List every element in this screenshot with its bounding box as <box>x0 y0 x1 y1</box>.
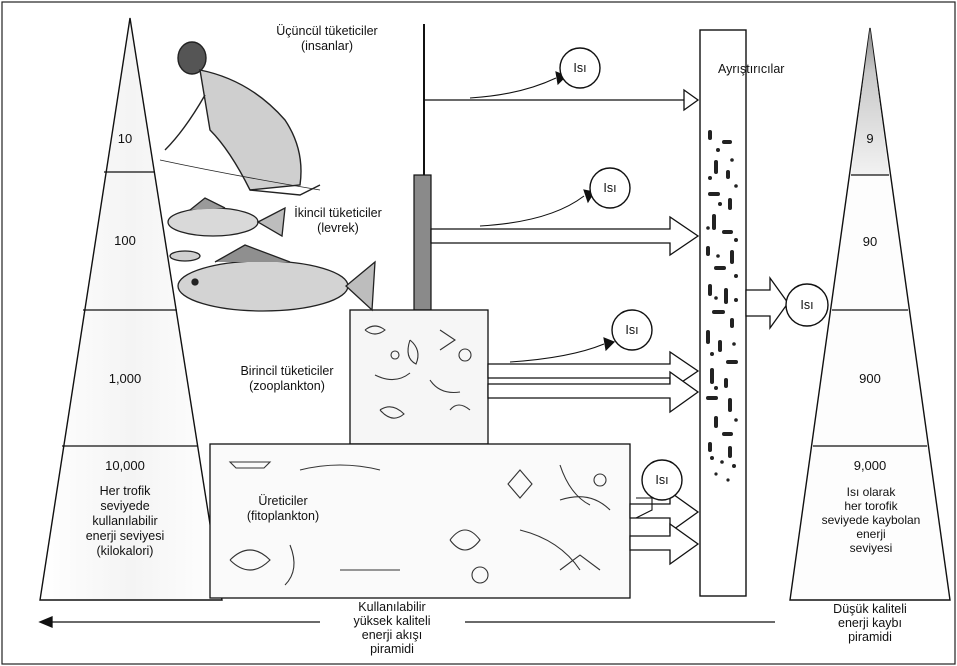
heat-label-4: Isı <box>648 473 676 488</box>
zooplankton-box <box>350 310 488 444</box>
right-level-3: 900 <box>835 371 905 386</box>
heat-label-1: Isı <box>566 61 594 76</box>
secondary-bar <box>414 175 431 310</box>
secondary-consumers-label: İkincil tüketiciler (levrek) <box>268 206 408 236</box>
decomposer-column <box>700 30 746 596</box>
tertiary-consumers-label: Üçüncül tüketiciler (insanlar) <box>252 24 402 54</box>
left-level-1: 10 <box>95 131 155 146</box>
left-pyramid-caption: Her trofik seviyede kullanılabilir enerj… <box>65 484 185 559</box>
heat-label-2: Isı <box>596 181 624 196</box>
human-illustration <box>160 42 320 195</box>
left-level-4: 10,000 <box>90 458 160 473</box>
left-level-3: 1,000 <box>93 371 157 386</box>
left-level-2: 100 <box>95 233 155 248</box>
right-pyramid-caption: Isı olarak her torofik seviyede kaybolan… <box>807 485 935 555</box>
primary-consumers-label: Birincil tüketiciler (zooplankton) <box>226 364 348 394</box>
right-level-2: 90 <box>840 234 900 249</box>
decomposers-label: Ayrıştırıcılar <box>700 62 820 77</box>
heat-circles <box>560 48 828 500</box>
right-level-4: 9,000 <box>830 458 910 473</box>
producers-label: Üreticiler (fitoplankton) <box>228 494 338 524</box>
bottom-right-caption: Düşük kaliteli enerji kaybı piramidi <box>800 602 940 644</box>
heat-label-5: Isı <box>793 298 821 313</box>
heat-label-3: Isı <box>618 323 646 338</box>
bottom-left-caption: Kullanılabilir yüksek kaliteli enerji ak… <box>322 600 462 656</box>
right-level-1: 9 <box>850 131 890 146</box>
